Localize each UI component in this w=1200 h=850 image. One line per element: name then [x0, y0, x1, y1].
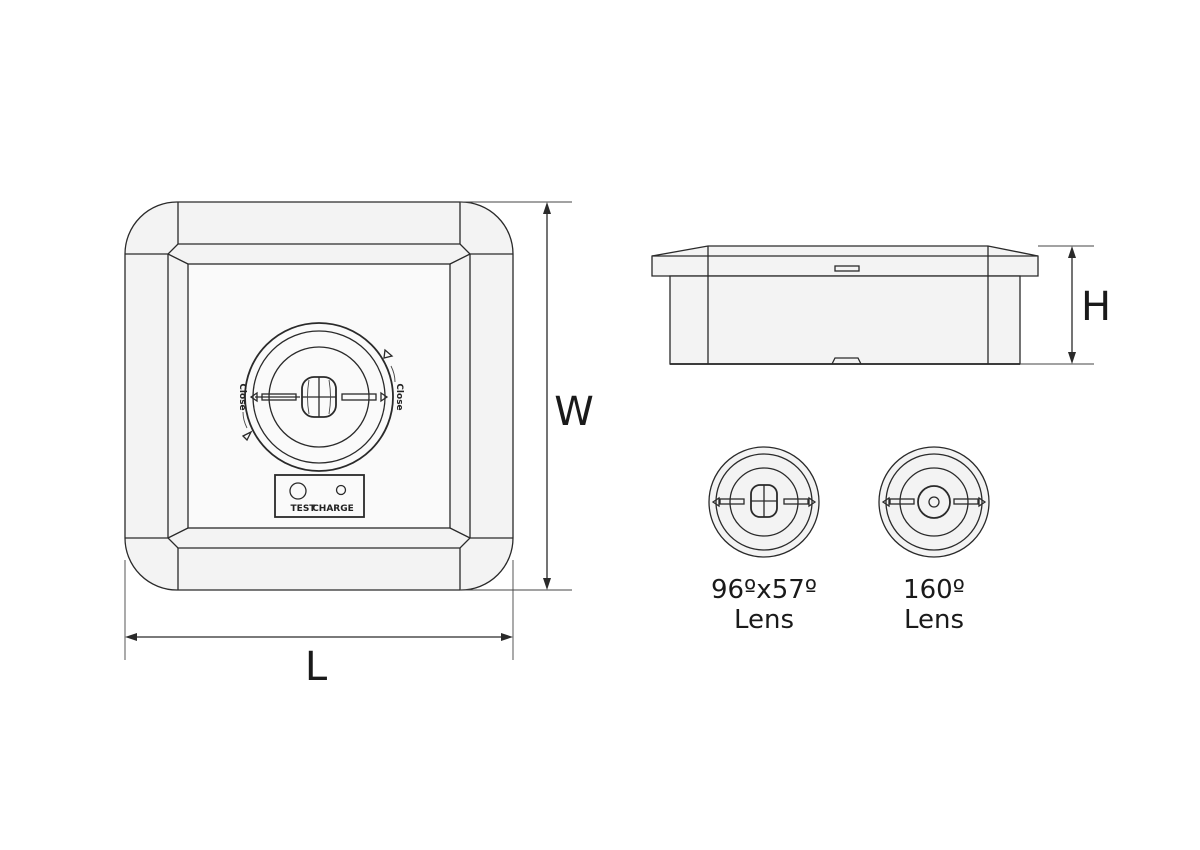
- close-label-left: Close: [237, 383, 247, 410]
- test-button[interactable]: [289, 482, 307, 500]
- test-charge-panel: TEST CHARGE: [274, 474, 365, 518]
- width-dimension: W: [460, 201, 594, 591]
- rotate-arrow-icon: [383, 348, 394, 359]
- lens-1-angle: 96ºx57º: [711, 575, 817, 605]
- charge-label: CHARGE: [312, 504, 354, 514]
- lens-160: 160º Lens: [878, 446, 990, 635]
- height-label: H: [1081, 284, 1111, 330]
- lens-96x57: 96ºx57º Lens: [708, 446, 820, 635]
- length-dimension: L: [124, 560, 514, 690]
- width-label: W: [554, 389, 594, 435]
- length-label: L: [305, 644, 328, 690]
- front-view: Close Close TEST CHARGE: [124, 201, 514, 591]
- charge-indicator: [335, 484, 347, 496]
- bevel-frame: [167, 243, 471, 549]
- lens-assembly: Close Close: [237, 322, 404, 472]
- lens-2-name: Lens: [904, 605, 964, 635]
- height-dimension: H: [1020, 245, 1111, 365]
- rotate-arrow-icon: [241, 430, 253, 442]
- round-lens-icon: [917, 485, 951, 519]
- side-slot: [834, 265, 860, 272]
- close-label-right: Close: [394, 383, 404, 410]
- lens-1-name: Lens: [734, 605, 794, 635]
- side-view: [651, 245, 1039, 365]
- test-label: TEST: [291, 504, 317, 514]
- side-body: [669, 275, 1021, 365]
- lens-2-angle: 160º: [903, 575, 965, 605]
